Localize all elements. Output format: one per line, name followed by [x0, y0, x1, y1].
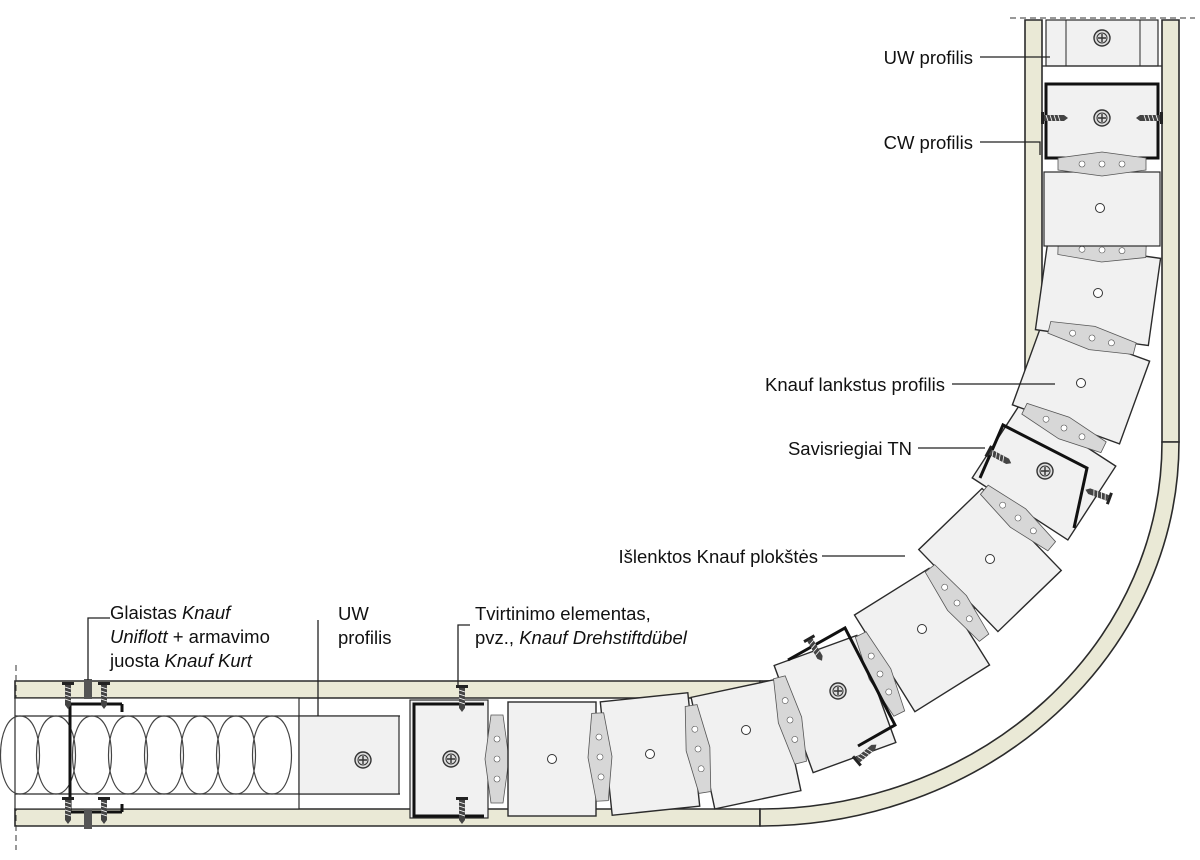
label-fastener-line2: pvz., Knauf Drehstiftdübel: [475, 627, 688, 648]
label-uw-profile-bottom-line2: profilis: [338, 627, 391, 648]
label-uw-profile-bottom-line1: UW: [338, 603, 369, 624]
label-fastener-line1: Tvirtinimo elementas,: [475, 603, 651, 624]
label-screws: Savisriegiai TN: [788, 438, 912, 459]
label-cw-profile: CW profilis: [884, 132, 973, 153]
bottom-flex-segments: [507, 678, 802, 817]
leader-lines: [87, 56, 1055, 716]
fastener-profile: [409, 684, 510, 825]
label-filler-line1: Glaistas Knauf: [110, 602, 232, 623]
label-bent-boards: Išlenktos Knauf plokštės: [619, 546, 819, 567]
curved-flex-segments: [767, 236, 1162, 774]
insulation-cavity: [0, 679, 400, 829]
top-vertical-section: [1040, 19, 1164, 247]
label-filler-line3: juosta Knauf Kurt: [109, 650, 253, 671]
labels: UW profilis CW profilis Knauf lankstus p…: [109, 47, 973, 671]
label-uw-profile-top: UW profilis: [884, 47, 973, 68]
label-filler-line2: Uniflott + armavimo: [110, 626, 270, 647]
label-flexible-profile: Knauf lankstus profilis: [765, 374, 945, 395]
